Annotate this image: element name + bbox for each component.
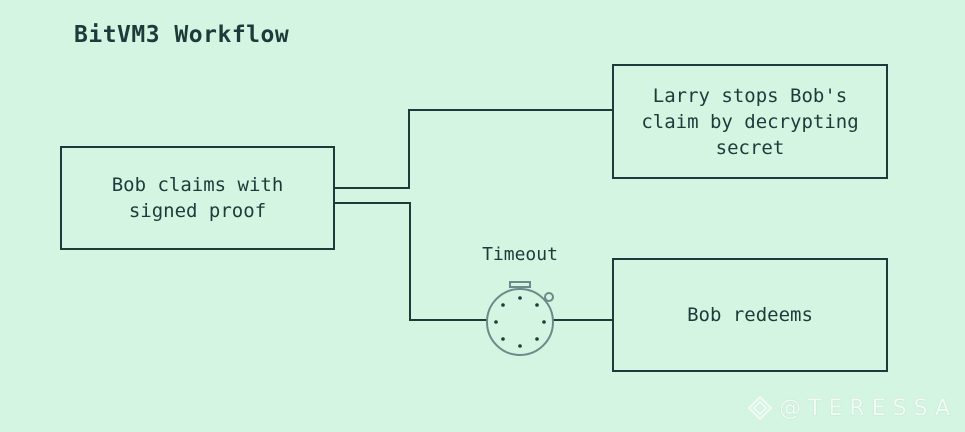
node-bob-claims: Bob claims with signed proof [60, 146, 335, 250]
node-larry-stops: Larry stops Bob's claim by decrypting se… [612, 64, 888, 179]
timeout-label: Timeout [482, 244, 558, 265]
diagram-title: BitVM3 Workflow [74, 22, 290, 48]
watermark: @TERESSA [747, 395, 957, 421]
stopwatch-icon [486, 281, 554, 356]
connector-to-timeout [335, 202, 488, 321]
node-bob-claims-label: Bob claims with signed proof [111, 174, 284, 222]
node-bob-redeems: Bob redeems [612, 258, 888, 372]
node-larry-stops-label: Larry stops Bob's claim by decrypting se… [641, 84, 859, 159]
watermark-logo-icon [747, 395, 773, 421]
watermark-text: @TERESSA [779, 395, 957, 421]
connector-to-stop [335, 109, 612, 189]
node-bob-redeems-label: Bob redeems [687, 304, 813, 326]
